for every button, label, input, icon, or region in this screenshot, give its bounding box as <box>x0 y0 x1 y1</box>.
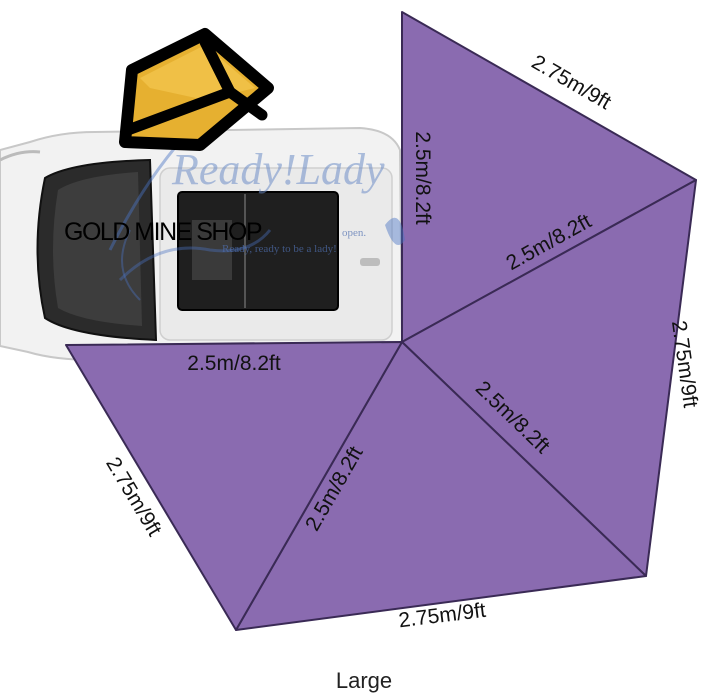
gold-box-logo <box>119 28 274 151</box>
watermark-tagline-1: open. <box>342 227 366 239</box>
size-caption: Large <box>336 668 392 693</box>
watermark-tagline-2: Ready, ready to be a lady! <box>222 243 337 255</box>
awning-panel-left <box>65 341 403 631</box>
watermark-brand: Ready!Lady <box>171 145 385 194</box>
car-top-view <box>0 126 404 362</box>
shop-name: GOLD MINE SHOP <box>64 218 262 246</box>
label-car-side-edge: 2.5m/8.2ft <box>411 131 434 225</box>
label-rear-edge: 2.5m/8.2ft <box>187 352 281 375</box>
watermark: Ready!Lady open. Ready, ready to be a la… <box>108 102 405 301</box>
awning <box>65 11 697 631</box>
